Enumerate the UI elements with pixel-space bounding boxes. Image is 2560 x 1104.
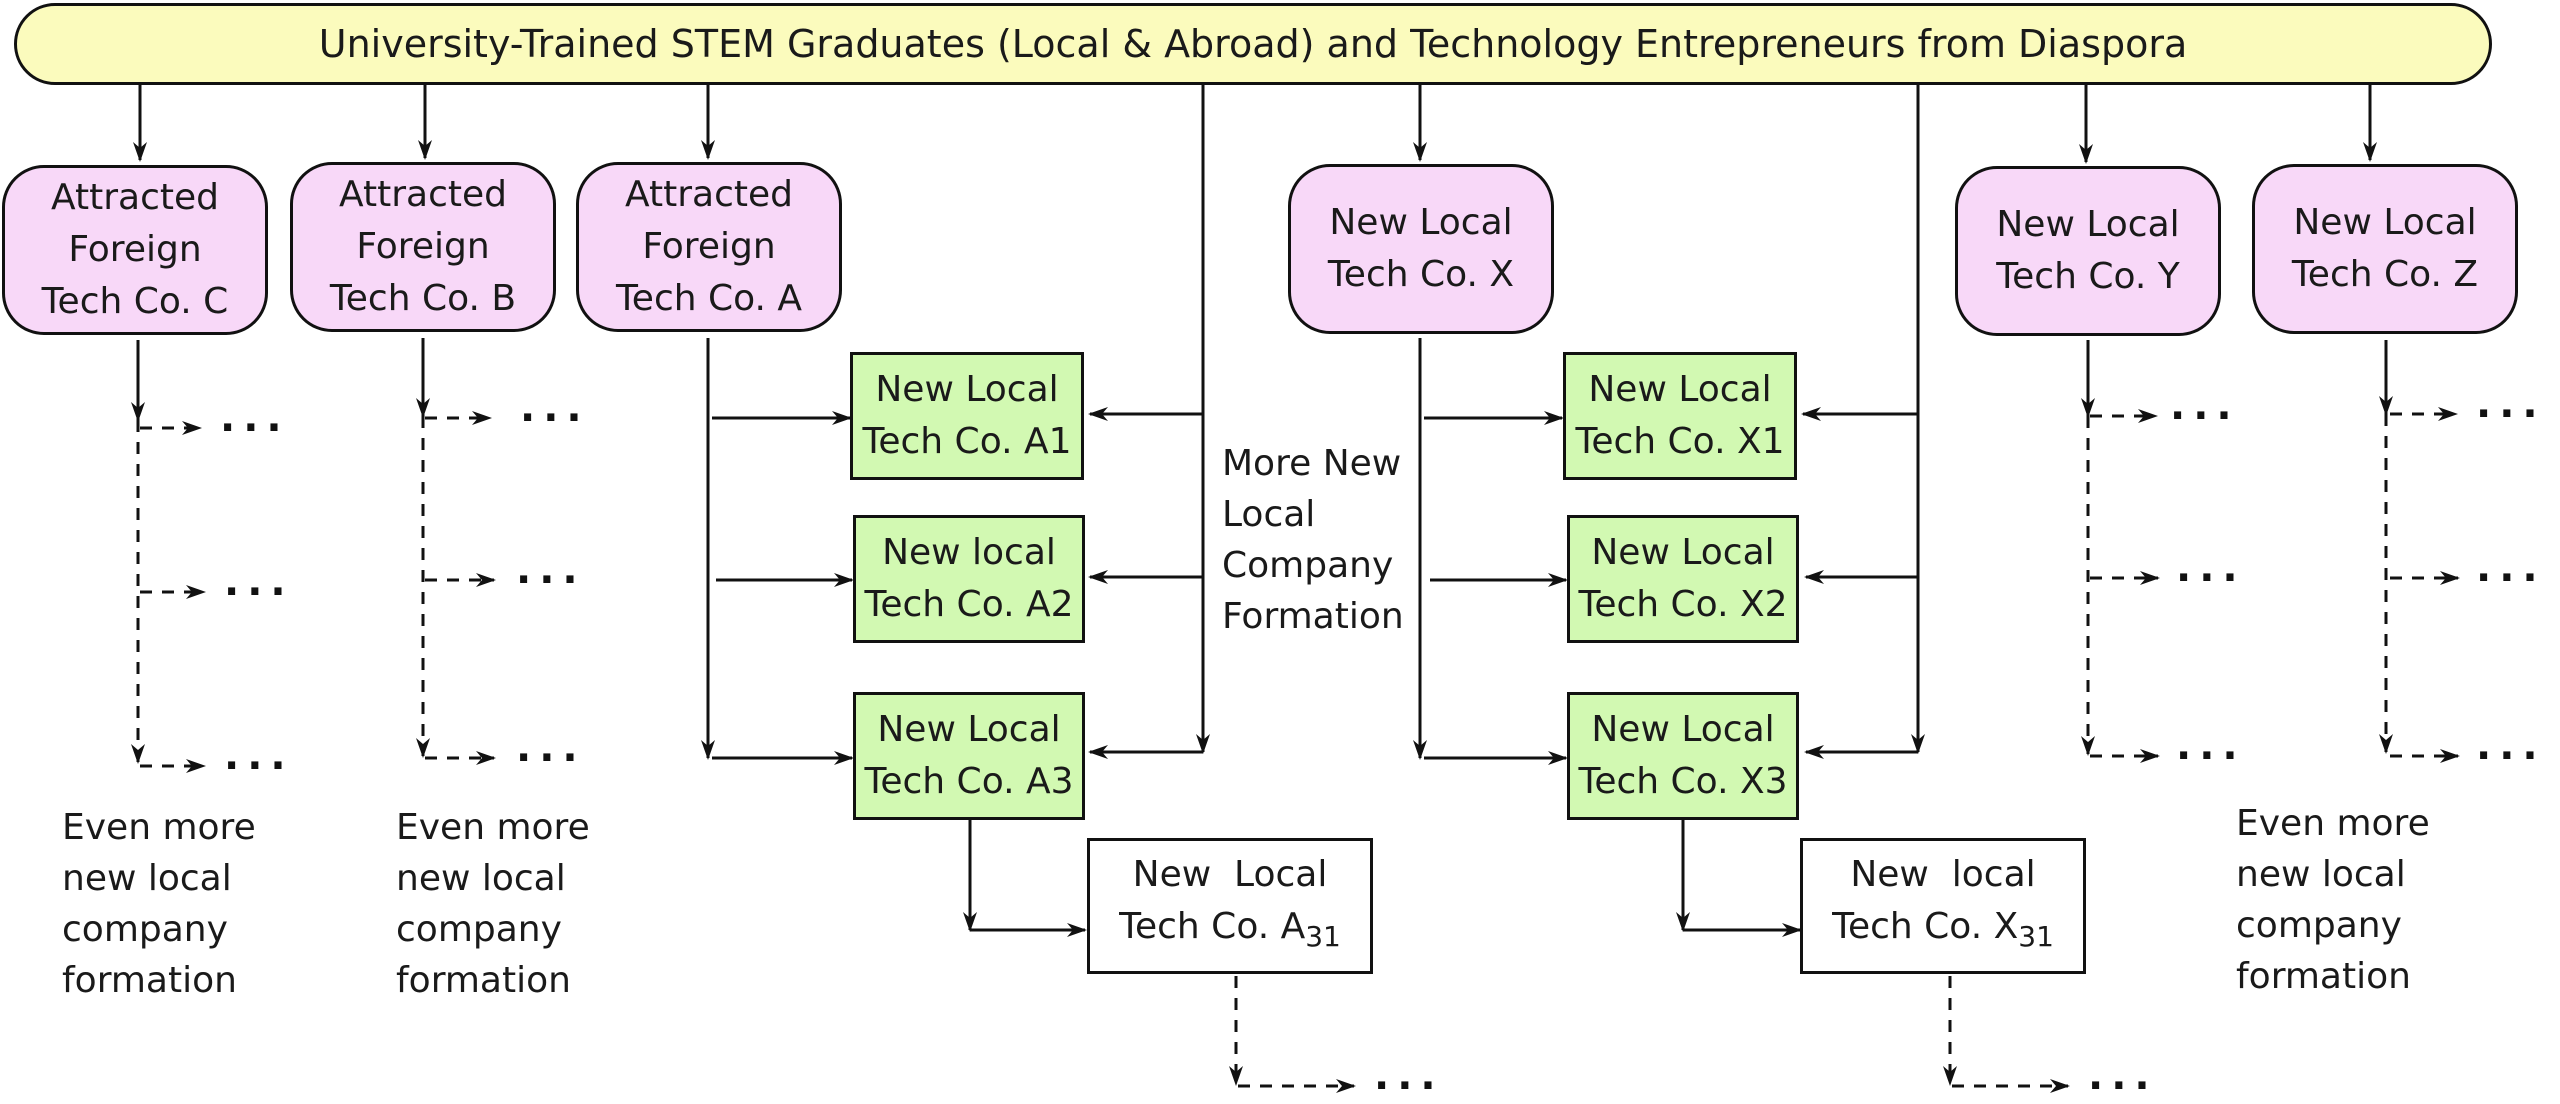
- ellipsis-x31: ...: [2088, 1053, 2158, 1099]
- a31-line1: New Local: [1132, 853, 1328, 895]
- a3-line2: Tech Co. A3: [864, 761, 1074, 802]
- a2-line1: New local: [882, 532, 1056, 573]
- local-x-line1: New Local: [1329, 202, 1513, 243]
- local-tech-co-a1: New Local Tech Co. A1: [850, 352, 1084, 480]
- local-tech-co-y: New Local Tech Co. Y: [1955, 166, 2221, 336]
- a31-subscript: 31: [1305, 920, 1341, 954]
- local-tech-co-a2: New local Tech Co. A2: [853, 515, 1085, 643]
- a1-line1: New Local: [875, 369, 1059, 410]
- even-more-note-b: Even more new local company formation: [396, 802, 590, 1006]
- local-z-line1: New Local: [2293, 202, 2477, 243]
- ellipsis-z-3: ...: [2476, 723, 2546, 769]
- foreign-a-line3: Tech Co. A: [615, 278, 803, 319]
- ellipsis-b-3: ...: [516, 725, 586, 771]
- local-tech-co-x: New Local Tech Co. X: [1288, 164, 1554, 334]
- ellipsis-y-3: ...: [2176, 723, 2246, 769]
- x1-line1: New Local: [1588, 369, 1772, 410]
- local-tech-co-z: New Local Tech Co. Z: [2252, 164, 2518, 334]
- ellipsis-c-3: ...: [224, 733, 294, 779]
- even-more-yz-line3: company: [2236, 905, 2402, 946]
- local-tech-co-x31: New local Tech Co. X31: [1800, 838, 2086, 974]
- x1-line2: Tech Co. X1: [1575, 421, 1785, 462]
- x3-line2: Tech Co. X3: [1578, 761, 1788, 802]
- x31-subscript: 31: [2018, 920, 2054, 954]
- ellipsis-z-1: ...: [2476, 381, 2546, 427]
- even-more-note-yz: Even more new local company formation: [2236, 798, 2430, 1002]
- ellipsis-y-1: ...: [2170, 383, 2240, 429]
- even-more-yz-line1: Even more: [2236, 803, 2430, 844]
- foreign-tech-co-b: Attracted Foreign Tech Co. B: [290, 162, 556, 332]
- foreign-b-line1: Attracted: [339, 174, 507, 215]
- more-formation-line1: More New: [1222, 443, 1402, 484]
- x2-line1: New Local: [1591, 532, 1775, 573]
- foreign-c-line1: Attracted: [51, 177, 219, 218]
- local-tech-co-x2: New Local Tech Co. X2: [1567, 515, 1799, 643]
- more-formation-note: More New Local Company Formation: [1222, 438, 1404, 642]
- header-title: University-Trained STEM Graduates (Local…: [318, 22, 2188, 66]
- foreign-c-line2: Foreign: [68, 229, 202, 270]
- local-x-line2: Tech Co. X: [1327, 254, 1515, 295]
- ellipsis-y-2: ...: [2176, 545, 2246, 591]
- foreign-b-line3: Tech Co. B: [329, 278, 517, 319]
- even-more-c-line1: Even more: [62, 807, 256, 848]
- even-more-c-line2: new local: [62, 858, 232, 899]
- local-tech-co-x1: New Local Tech Co. X1: [1563, 352, 1797, 480]
- ellipsis-c-2: ...: [224, 559, 294, 605]
- ellipsis-b-1: ...: [520, 385, 590, 431]
- a1-line2: Tech Co. A1: [862, 421, 1072, 462]
- foreign-a-line1: Attracted: [625, 174, 793, 215]
- even-more-c-line4: formation: [62, 960, 237, 1001]
- ellipsis-z-2: ...: [2476, 545, 2546, 591]
- local-tech-co-a31: New Local Tech Co. A31: [1087, 838, 1373, 974]
- foreign-tech-co-c: Attracted Foreign Tech Co. C: [2, 165, 268, 335]
- local-z-line2: Tech Co. Z: [2291, 254, 2479, 295]
- foreign-c-line3: Tech Co. C: [41, 281, 229, 322]
- a31-label: Tech Co. A: [1119, 905, 1306, 947]
- x31-line2: Tech Co. X31: [1832, 901, 2054, 963]
- x31-label: Tech Co. X: [1832, 905, 2019, 947]
- even-more-yz-line4: formation: [2236, 956, 2411, 997]
- more-formation-line3: Company: [1222, 545, 1394, 586]
- a3-line1: New Local: [877, 709, 1061, 750]
- local-tech-co-a3: New Local Tech Co. A3: [853, 692, 1085, 820]
- more-formation-line4: Formation: [1222, 596, 1404, 637]
- a2-line2: Tech Co. A2: [864, 584, 1074, 625]
- header-banner: University-Trained STEM Graduates (Local…: [14, 3, 2492, 85]
- local-y-line2: Tech Co. Y: [1996, 256, 2180, 297]
- even-more-b-line4: formation: [396, 960, 571, 1001]
- even-more-c-line3: company: [62, 909, 228, 950]
- x3-line1: New Local: [1591, 709, 1775, 750]
- local-y-line1: New Local: [1996, 204, 2180, 245]
- a31-line2: Tech Co. A31: [1119, 901, 1341, 963]
- even-more-b-line1: Even more: [396, 807, 590, 848]
- foreign-a-line2: Foreign: [642, 226, 776, 267]
- x31-line1: New local: [1850, 853, 2036, 895]
- foreign-b-line2: Foreign: [356, 226, 490, 267]
- ellipsis-b-2: ...: [516, 547, 586, 593]
- x2-line2: Tech Co. X2: [1578, 584, 1788, 625]
- even-more-b-line3: company: [396, 909, 562, 950]
- even-more-b-line2: new local: [396, 858, 566, 899]
- local-tech-co-x3: New Local Tech Co. X3: [1567, 692, 1799, 820]
- ellipsis-c-1: ...: [220, 395, 290, 441]
- foreign-tech-co-a: Attracted Foreign Tech Co. A: [576, 162, 842, 332]
- ellipsis-a31: ...: [1374, 1053, 1444, 1099]
- even-more-yz-line2: new local: [2236, 854, 2406, 895]
- even-more-note-c: Even more new local company formation: [62, 802, 256, 1006]
- more-formation-line2: Local: [1222, 494, 1316, 535]
